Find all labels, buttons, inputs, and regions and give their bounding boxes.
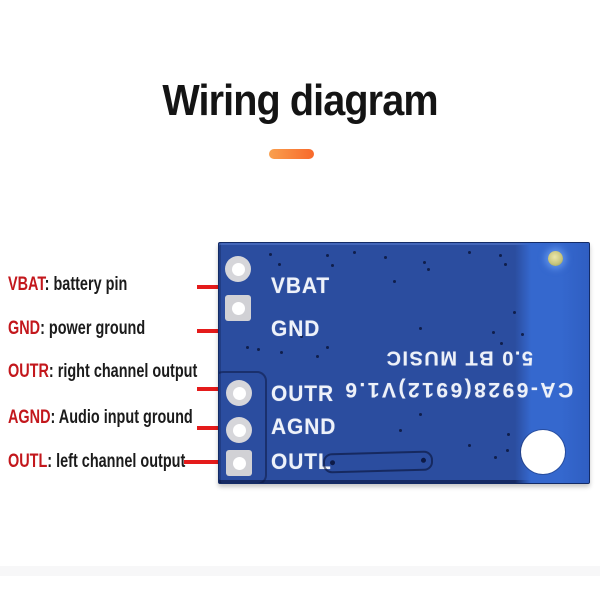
silkscreen-product-text: 5.0 BT MUSIC (384, 346, 534, 369)
annotation-term: GND (8, 318, 41, 339)
annotation-desc: : right channel output (48, 361, 198, 382)
solder-pad-gnd (225, 295, 251, 321)
solder-pad-outr (226, 380, 252, 406)
annotation-outr: OUTR: right channel output (8, 360, 197, 384)
annotation-desc: : power ground (40, 318, 146, 339)
title-accent-dash (269, 149, 314, 159)
audio-jack-silkscreen-outline (219, 371, 267, 483)
pcb-board: VBAT GND OUTR AGND OUTL 5.0 BT MUSIC CA-… (218, 242, 590, 484)
annotation-term: AGND (8, 407, 51, 428)
pin-label-agnd: AGND (271, 414, 337, 439)
page-title: Wiring diagram (162, 76, 438, 125)
pin-label-outr: OUTR (271, 381, 335, 406)
background-band (0, 566, 600, 576)
annotation-desc: : left channel output (47, 451, 186, 472)
solder-pad-outl (226, 450, 252, 476)
mounting-hole (521, 430, 565, 474)
annotation-term: VBAT (8, 274, 45, 295)
annotation-desc: : Audio input ground (50, 407, 193, 428)
annotation-term: OUTL (8, 451, 48, 472)
led-indicator (548, 251, 563, 266)
annotation-agnd: AGND: Audio input ground (8, 406, 193, 430)
annotation-vbat: VBAT: battery pin (8, 273, 127, 297)
annotation-term: OUTR (8, 361, 49, 382)
annotation-gnd: GND: power ground (8, 317, 145, 341)
annotation-outl: OUTL: left channel output (8, 450, 185, 474)
solder-pad-agnd (226, 417, 252, 443)
pin-label-outl: OUTL (271, 449, 332, 474)
pcb-trace (322, 450, 434, 474)
pin-label-gnd: GND (271, 316, 321, 341)
solder-pad-vbat (225, 256, 251, 282)
silkscreen-model-text: CA-6928(6912)V1.6 (342, 378, 574, 401)
annotation-desc: : battery pin (44, 274, 128, 295)
pin-label-vbat: VBAT (271, 273, 331, 298)
